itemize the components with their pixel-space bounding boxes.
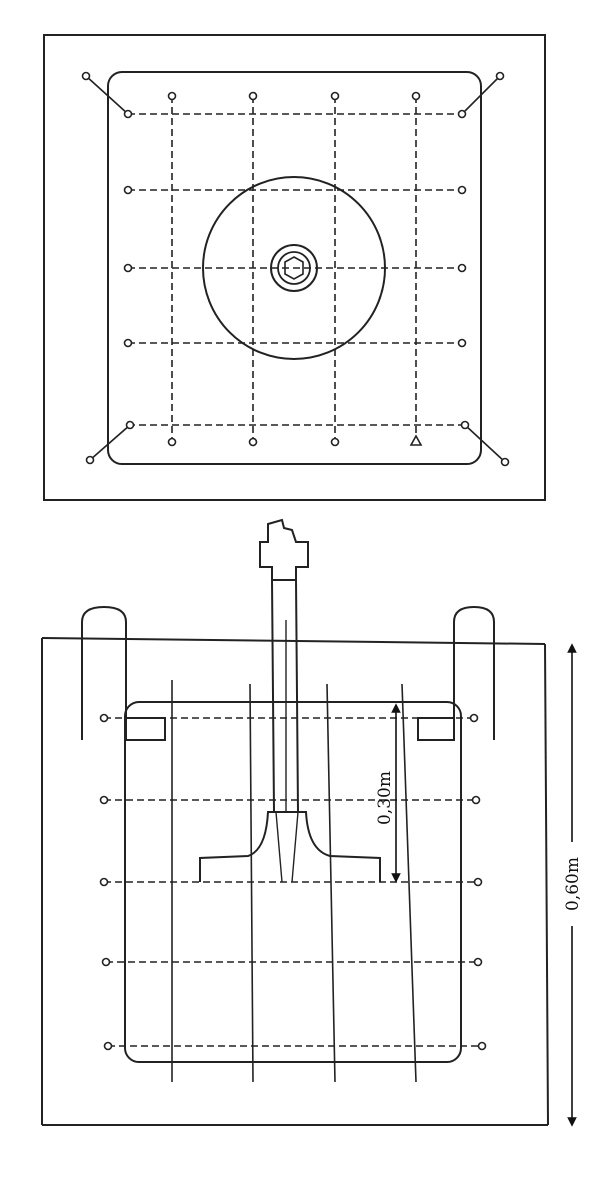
section-view: 0,30m 0,60m bbox=[41, 518, 583, 1127]
sensor-node bbox=[123, 263, 133, 273]
sensor-node bbox=[330, 437, 340, 447]
sensor-node bbox=[457, 338, 467, 348]
sensor-node bbox=[500, 457, 510, 467]
left-handle bbox=[81, 605, 166, 741]
total-depth-label: 0,60m bbox=[563, 857, 583, 911]
sensor-node bbox=[125, 420, 135, 430]
sensor-node bbox=[99, 877, 109, 887]
sensor-node bbox=[123, 109, 133, 119]
plan-column-inner bbox=[277, 251, 311, 285]
sensor-node-triangle bbox=[409, 434, 423, 446]
sensor-node bbox=[167, 437, 177, 447]
sensor-node bbox=[330, 91, 340, 101]
sensor-node bbox=[460, 420, 470, 430]
plan-view bbox=[43, 34, 546, 501]
sensor-node bbox=[248, 91, 258, 101]
section-footing bbox=[199, 811, 381, 882]
sensor-node bbox=[495, 71, 505, 81]
sensor-node bbox=[99, 795, 109, 805]
sensor-node bbox=[471, 795, 481, 805]
plan-tank-outline bbox=[107, 71, 482, 465]
sensor-node bbox=[457, 185, 467, 195]
section-sensor-levels bbox=[104, 717, 482, 1047]
sensor-node bbox=[248, 437, 258, 447]
sensor-node bbox=[473, 877, 483, 887]
plan-sensor-grid bbox=[128, 96, 462, 442]
sensor-node bbox=[469, 713, 479, 723]
embed-depth-label: 0,30m bbox=[375, 771, 395, 825]
section-sensor-nodes bbox=[99, 713, 487, 1051]
plan-sensor-nodes bbox=[81, 71, 510, 467]
sensor-node bbox=[85, 455, 95, 465]
sensor-node bbox=[123, 338, 133, 348]
plan-corner-ties bbox=[85, 75, 506, 463]
sensor-node bbox=[477, 1041, 487, 1051]
sensor-node bbox=[81, 71, 91, 81]
sensor-node bbox=[457, 109, 467, 119]
column-cap bbox=[259, 518, 309, 581]
sensor-node bbox=[123, 185, 133, 195]
sensor-node bbox=[103, 1041, 113, 1051]
sensor-node bbox=[457, 263, 467, 273]
plan-column-outer bbox=[270, 244, 318, 292]
plan-column-hex bbox=[284, 256, 304, 280]
sensor-node bbox=[167, 91, 177, 101]
right-handle bbox=[417, 605, 495, 741]
plan-footing-circle bbox=[202, 176, 386, 360]
sensor-node bbox=[411, 91, 421, 101]
section-vertical-rods bbox=[171, 680, 417, 1083]
sensor-node bbox=[473, 957, 483, 967]
plan-outer-frame bbox=[43, 34, 546, 501]
sensor-node bbox=[101, 957, 111, 967]
sensor-node bbox=[99, 713, 109, 723]
